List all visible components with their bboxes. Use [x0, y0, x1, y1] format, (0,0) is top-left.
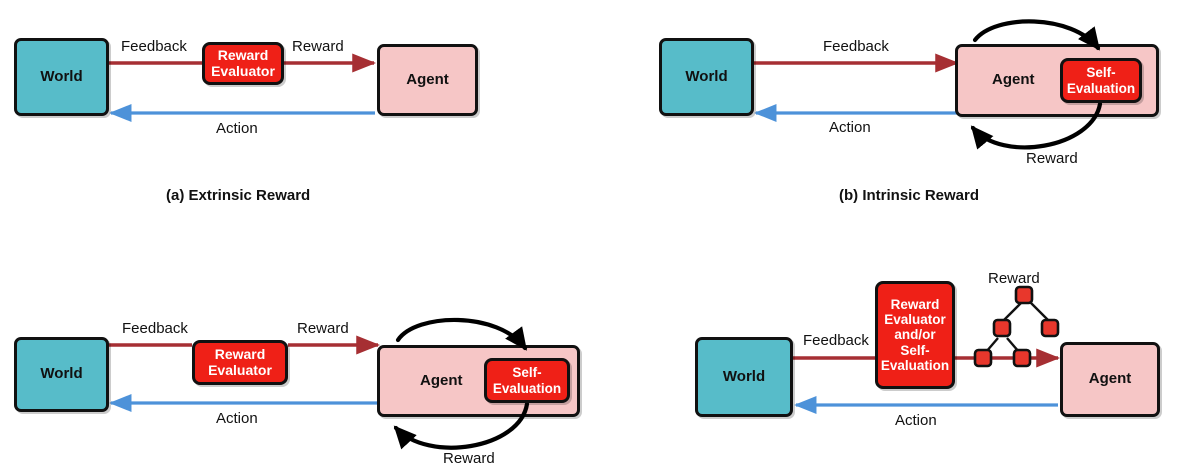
panel-c-loop-top: [395, 317, 528, 351]
panel-a-action-label: Action: [216, 120, 258, 137]
panel-a-reward-label: Reward: [292, 38, 344, 55]
panel-c-action-label: Action: [216, 410, 258, 427]
panel-b-action-label: Action: [829, 119, 871, 136]
tree-edge-left-child1: [985, 337, 999, 353]
panel-d-combo-line2: Evaluator: [884, 311, 946, 327]
panel-d-reward-combo-box[interactable]: Reward Evaluator and/or Self- Evaluation: [875, 281, 955, 389]
panel-c-world-box[interactable]: World: [14, 337, 109, 412]
panel-c-reward-label: Reward: [297, 320, 349, 337]
panel-b-agent-label: Agent: [992, 71, 1035, 89]
panel-c-self-eval-line2: Evaluation: [492, 380, 562, 396]
tree-node-right: [1040, 318, 1060, 338]
panel-d-agent-label: Agent: [1088, 370, 1132, 388]
panel-a-reward-evaluator-box[interactable]: Reward Evaluator: [202, 42, 284, 85]
panel-a-feedback-label: Feedback: [121, 38, 187, 55]
panel-d-combo-line3: and/or: [894, 327, 936, 343]
panel-d-combo-line1: Reward: [890, 296, 940, 312]
panel-c-reward-evaluator-box[interactable]: Reward Evaluator: [192, 340, 288, 385]
panel-a-evaluator-line2: Evaluator: [211, 62, 275, 79]
panel-c-feedback-label: Feedback: [122, 320, 188, 337]
panel-b-self-evaluation-box[interactable]: Self- Evaluation: [1060, 58, 1142, 103]
panel-a-world-box[interactable]: World: [14, 38, 109, 116]
panel-b-self-eval-line2: Evaluation: [1066, 80, 1136, 96]
panel-c-evaluator-line2: Evaluator: [208, 361, 272, 378]
panel-a-agent-label: Agent: [406, 70, 449, 88]
tree-edges: [985, 301, 1051, 353]
tree-edge-root-left: [1001, 301, 1023, 323]
panel-d-combo-line5: Evaluation: [880, 358, 950, 374]
panel-b-caption: (b) Intrinsic Reward: [839, 187, 980, 204]
tree-node-root: [1014, 285, 1034, 305]
tree-node-leaf-right: [1012, 348, 1032, 368]
panel-d-agent-box[interactable]: Agent: [1060, 342, 1160, 417]
panel-b-world-label: World: [685, 67, 728, 85]
panel-c-evaluator-line1: Reward: [214, 345, 266, 362]
panel-a-world-label: World: [40, 67, 83, 85]
tree-node-left: [992, 318, 1012, 338]
panel-d-world-box[interactable]: World: [695, 337, 793, 417]
panel-d-tree-label: Reward: [988, 270, 1040, 287]
panel-b-reward-loop-label: Reward: [1026, 150, 1078, 167]
panel-c-world-label: World: [40, 365, 83, 383]
tree-edge-left-child2: [1006, 337, 1020, 353]
panel-b-self-eval-line1: Self-: [1086, 65, 1116, 81]
panel-d-feedback-label: Feedback: [803, 332, 869, 349]
panel-a-caption: (a) Extrinsic Reward: [166, 187, 311, 204]
panel-d-action-label: Action: [895, 412, 937, 429]
panel-d-combo-line4: Self-: [900, 342, 930, 358]
panel-b-world-box[interactable]: World: [659, 38, 754, 116]
tree-node-leaf-left: [973, 348, 993, 368]
panel-d-world-label: World: [722, 367, 766, 385]
panel-a-agent-box[interactable]: Agent: [377, 44, 478, 116]
panel-c-agent-label: Agent: [420, 371, 463, 389]
panel-c-reward-loop-label: Reward: [443, 450, 495, 467]
panel-b-feedback-label: Feedback: [823, 38, 889, 55]
tree-edge-root-right: [1029, 301, 1051, 323]
panel-a-evaluator-line1: Reward: [217, 46, 269, 63]
tree-nodes: [973, 285, 1060, 368]
panel-c-self-evaluation-box[interactable]: Self- Evaluation: [484, 358, 570, 403]
panel-c-self-eval-line1: Self-: [512, 365, 542, 381]
